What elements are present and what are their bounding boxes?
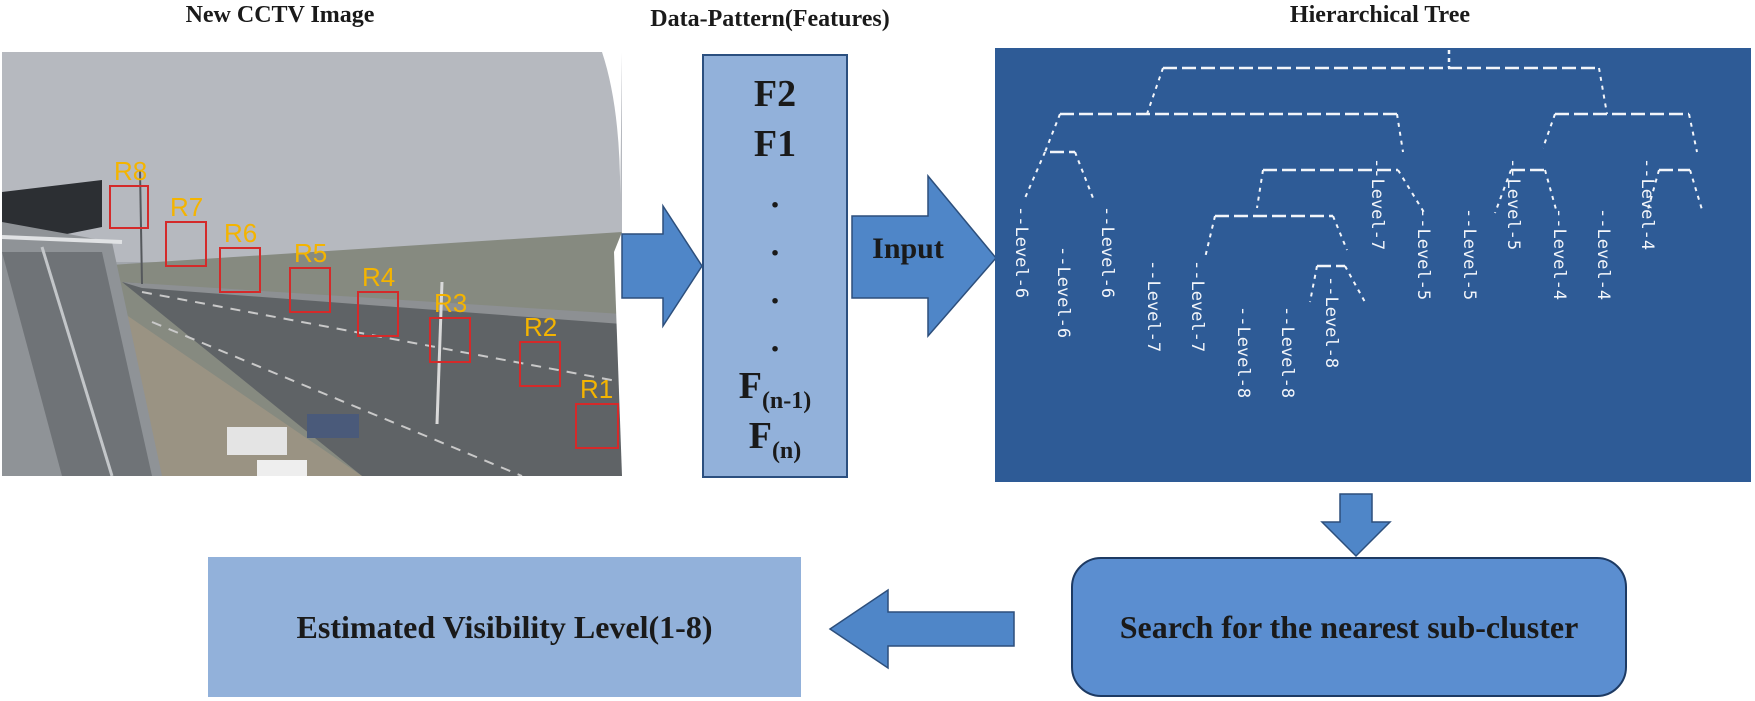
tree-leaf-label: --Level-8	[1233, 306, 1253, 399]
tree-leaf-label: --Level-5	[1413, 208, 1433, 301]
features-title: Data-Pattern(Features)	[650, 6, 890, 32]
tree-leaf-label: --Level-5	[1459, 208, 1479, 301]
feature-f1: F1	[753, 123, 797, 165]
feature-f2: F2	[753, 73, 797, 115]
region-box	[109, 185, 149, 229]
region-label: R6	[224, 218, 257, 248]
hierarchical-tree-panel: --Level-6 --Level-6 --Level-6 --Level-7 …	[995, 48, 1751, 482]
tree-leaf-label: --Level-8	[1321, 276, 1341, 369]
ellipsis-dot: ·	[769, 283, 781, 320]
tree-leaf-label: --Level-5	[1503, 158, 1523, 251]
cctv-image-title: New CCTV Image	[185, 2, 375, 28]
region-label: R7	[170, 192, 203, 222]
hierarchical-tree-title: Hierarchical Tree	[1289, 2, 1471, 28]
estimated-visibility-box: Estimated Visibility Level(1-8)	[208, 557, 801, 697]
region-label: R5	[294, 238, 327, 268]
feature-f-n-minus-1: F(n-1)	[738, 365, 812, 414]
feature-f-n: F(n)	[748, 415, 802, 464]
result-label: Estimated Visibility Level(1-8)	[296, 608, 713, 645]
dendrogram-lines	[1024, 50, 1704, 303]
arrow-search-to-result	[828, 588, 1015, 670]
region-box	[429, 317, 471, 363]
region-box	[289, 267, 331, 313]
region-label: R1	[580, 374, 613, 404]
region-label: R4	[362, 262, 395, 292]
ellipsis-dot: ·	[769, 235, 781, 272]
tree-leaf-label: --Level-6	[1097, 206, 1117, 299]
tree-leaf-label: --Level-4	[1637, 158, 1657, 251]
tree-leaf-label: --Level-8	[1277, 306, 1297, 399]
region-label: R2	[524, 312, 557, 342]
region-box	[357, 291, 399, 337]
tree-leaf-label: --Level-7	[1367, 158, 1387, 251]
region-box	[219, 247, 261, 293]
tree-leaf-label: --Level-4	[1549, 208, 1569, 301]
arrow-cctv-to-features	[621, 203, 703, 329]
region-box	[575, 403, 619, 449]
ellipsis-dot: ·	[769, 331, 781, 368]
feature-vector-box: F2 F1 · · · · F(n-1) F(n)	[702, 54, 848, 478]
tree-leaf-label: --Level-7	[1187, 260, 1207, 353]
tree-leaf-label: --Level-6	[1011, 206, 1031, 299]
tree-leaf-label: --Level-7	[1143, 260, 1163, 353]
ellipsis-dot: ·	[769, 187, 781, 224]
region-label: R3	[434, 288, 467, 318]
region-label: R8	[114, 156, 147, 186]
region-box	[519, 341, 561, 387]
search-nearest-subcluster-box: Search for the nearest sub-cluster	[1071, 557, 1627, 697]
input-label: Input	[872, 232, 944, 265]
arrow-tree-to-search	[1320, 493, 1392, 558]
region-box	[165, 221, 207, 267]
tree-leaf-label: --Level-4	[1593, 208, 1613, 301]
tree-leaf-label: --Level-6	[1053, 246, 1073, 339]
search-label: Search for the nearest sub-cluster	[1119, 608, 1579, 645]
